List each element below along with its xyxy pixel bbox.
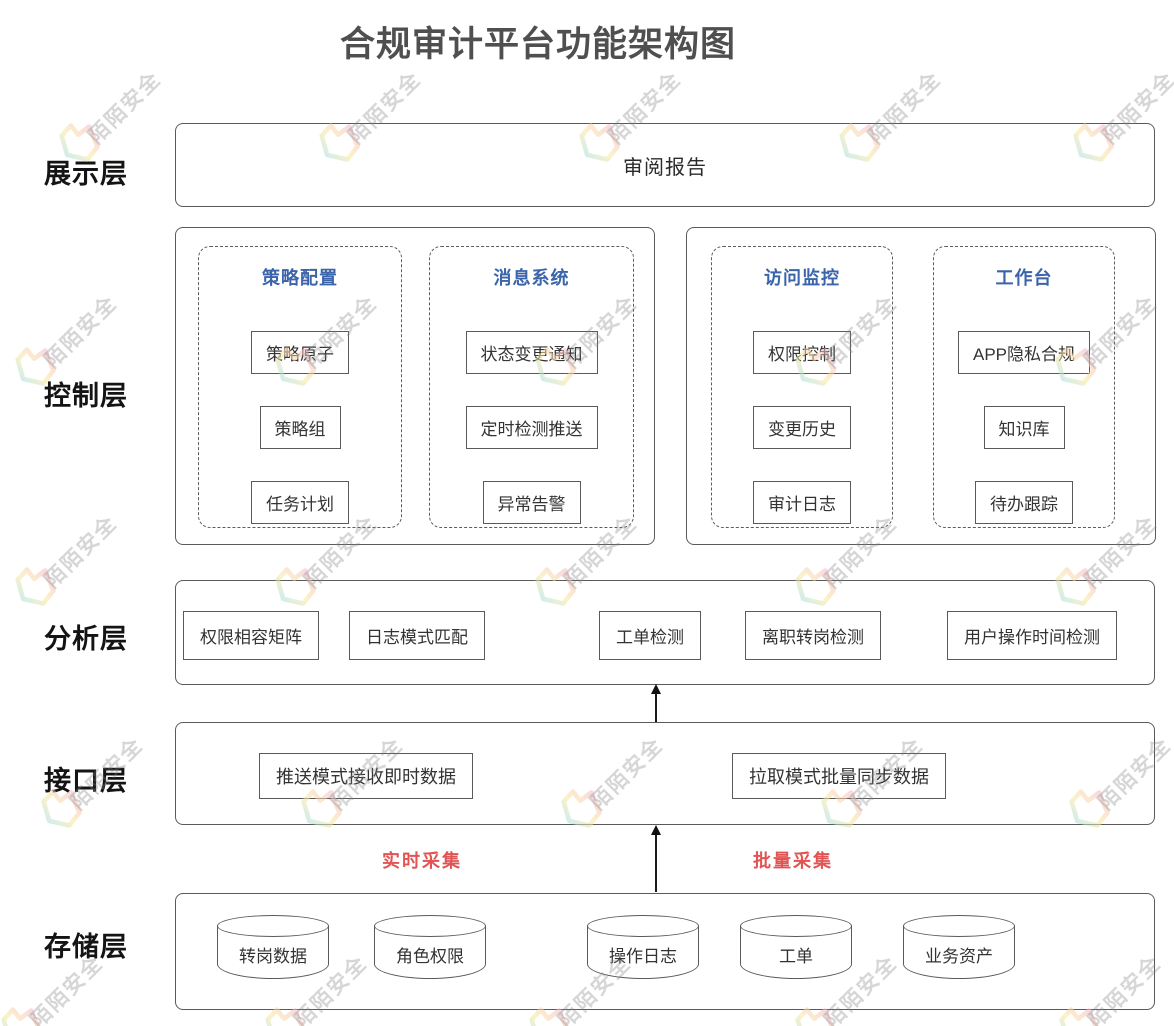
storage-item: 工单 [779, 947, 813, 966]
control-item: 审计日志 [753, 481, 851, 524]
realtime-collect-label: 实时采集 [382, 851, 462, 871]
control-group-policy: 策略配置 策略原子 策略组 任务计划 [198, 246, 402, 528]
control-item: 知识库 [983, 406, 1065, 449]
storage-cylinder: 工单 [740, 915, 852, 979]
storage-cylinder: 角色权限 [374, 915, 486, 979]
storage-cylinder: 操作日志 [587, 915, 699, 979]
storage-item: 业务资产 [925, 947, 993, 966]
group-title: 工作台 [995, 268, 1053, 288]
group-title: 访问监控 [764, 268, 840, 288]
control-item: 变更历史 [753, 406, 851, 449]
analysis-item: 离职转岗检测 [745, 611, 881, 660]
layer-label-presentation: 展示层 [44, 159, 128, 189]
control-item: 待办跟踪 [975, 481, 1073, 524]
control-item: 任务计划 [251, 481, 349, 524]
cylinder-cap-icon [587, 915, 699, 937]
control-group-workbench: 工作台 APP隐私合规 知识库 待办跟踪 [933, 246, 1115, 528]
cylinder-cap-icon [217, 915, 329, 937]
control-item: 异常告警 [482, 481, 581, 524]
analysis-layer-box: 权限相容矩阵 日志模式匹配 工单检测 离职转岗检测 用户操作时间检测 [175, 580, 1155, 685]
analysis-item: 日志模式匹配 [349, 611, 485, 660]
layer-label-interface: 接口层 [44, 766, 128, 796]
storage-item: 角色权限 [396, 947, 464, 966]
control-item: 策略原子 [251, 331, 349, 374]
interface-layer-box: 推送模式接收即时数据 拉取模式批量同步数据 [175, 722, 1155, 825]
cylinder-cap-icon [740, 915, 852, 937]
group-title: 消息系统 [493, 268, 570, 288]
control-container-left: 策略配置 策略原子 策略组 任务计划 消息系统 状态变更通知 定时检测推送 异常… [175, 227, 655, 545]
storage-item: 操作日志 [609, 947, 677, 966]
interface-item: 推送模式接收即时数据 [259, 753, 473, 799]
group-title: 策略配置 [262, 268, 338, 288]
flow-arrow-up-icon [650, 684, 661, 694]
control-item: 状态变更通知 [465, 331, 598, 374]
control-group-access: 访问监控 权限控制 变更历史 审计日志 [711, 246, 893, 528]
page-title: 合规审计平台功能架构图 [340, 25, 737, 64]
analysis-item: 权限相容矩阵 [183, 611, 319, 660]
batch-collect-label: 批量采集 [753, 851, 833, 871]
storage-cylinder: 业务资产 [903, 915, 1015, 979]
control-item: 权限控制 [753, 331, 851, 374]
storage-cylinder: 转岗数据 [217, 915, 329, 979]
cylinder-cap-icon [374, 915, 486, 937]
layer-label-storage: 存储层 [44, 932, 128, 962]
analysis-item: 工单检测 [599, 611, 701, 660]
presentation-layer-box: 审阅报告 [175, 123, 1155, 207]
control-item: APP隐私合规 [957, 331, 1091, 374]
storage-layer-box: 转岗数据 角色权限 操作日志 工单 业务资产 [175, 893, 1155, 1010]
control-group-message: 消息系统 状态变更通知 定时检测推送 异常告警 [429, 246, 634, 528]
control-item: 策略组 [259, 406, 341, 449]
cylinder-cap-icon [903, 915, 1015, 937]
flow-arrow-line [655, 834, 657, 892]
layer-label-control: 控制层 [44, 381, 128, 411]
layer-label-analysis: 分析层 [44, 624, 128, 654]
storage-item: 转岗数据 [239, 947, 307, 966]
control-container-right: 访问监控 权限控制 变更历史 审计日志 工作台 APP隐私合规 知识库 待办跟踪 [686, 227, 1156, 545]
flow-arrow-up-icon [650, 825, 661, 835]
control-item: 定时检测推送 [465, 406, 598, 449]
interface-item: 拉取模式批量同步数据 [732, 753, 946, 799]
presentation-item: 审阅报告 [623, 156, 707, 179]
analysis-item: 用户操作时间检测 [947, 611, 1117, 660]
flow-arrow-line [655, 693, 657, 722]
